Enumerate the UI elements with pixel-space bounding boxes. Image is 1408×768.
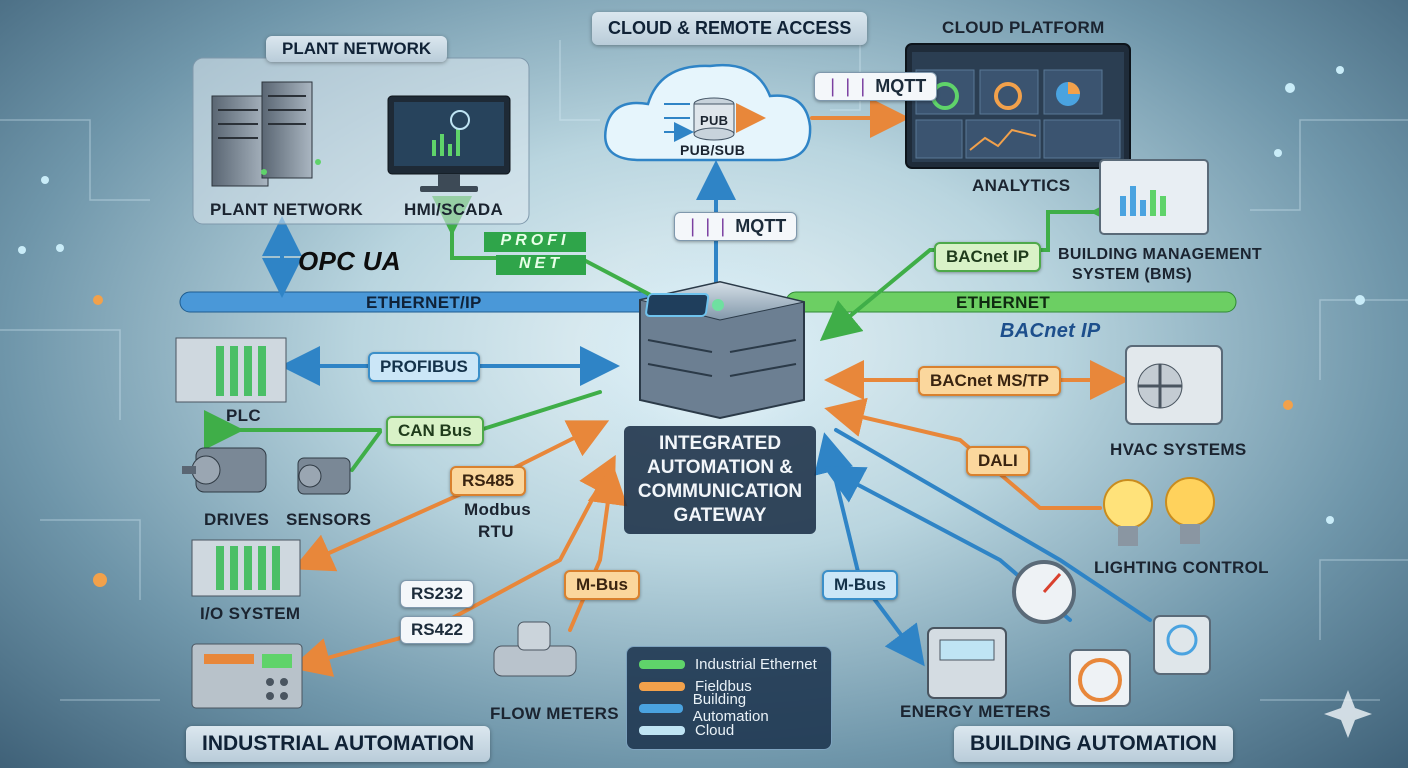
m-bus-left-label: M-Bus: [564, 570, 640, 600]
rs485-label: RS485: [450, 466, 526, 496]
legend-label: Cloud: [695, 721, 735, 739]
can-bus-label: CAN Bus: [386, 416, 484, 446]
building-automation-title: BUILDING AUTOMATION: [954, 726, 1233, 762]
bms-label-line-2: SYSTEM (BMS): [1072, 266, 1193, 283]
rs232-label: RS232: [400, 580, 474, 608]
pubsub-label: PUB/SUB: [680, 142, 746, 158]
profinet-line-2: NET: [496, 255, 586, 275]
legend-swatch: [639, 681, 685, 691]
analytics-label: ANALYTICS: [972, 176, 1071, 195]
plant-network-label: PLANT NETWORK: [210, 200, 364, 219]
cloud-remote-access-title: CLOUD & REMOTE ACCESS: [592, 12, 868, 45]
hvac-label: HVAC SYSTEMS: [1110, 440, 1247, 459]
mqtt-mid-label: ❘❘❘ MQTT: [674, 212, 798, 241]
io-system-label: I/O SYSTEM: [200, 604, 301, 623]
gateway-line-3: COMMUNICATION: [637, 481, 803, 502]
plant-network-title: PLANT NETWORK: [266, 36, 448, 62]
drives-label: DRIVES: [204, 510, 270, 529]
ethernet-ip-label: ETHERNET/IP: [366, 293, 482, 312]
rs422-label: RS422: [400, 616, 474, 644]
m-bus-right-label: M-Bus: [822, 570, 898, 600]
opc-ua-logo: OPC UA: [298, 246, 401, 276]
legend-label: Industrial Ethernet: [695, 655, 817, 673]
plc-label: PLC: [226, 406, 261, 425]
bms-label-line-1: BUILDING MANAGEMENT: [1058, 246, 1262, 263]
mqtt-icon: ❘❘❘: [825, 76, 871, 96]
gateway-line-2: AUTOMATION &: [646, 457, 793, 478]
mqtt-icon: ❘❘❘: [685, 216, 731, 236]
legend-item-cloud: Cloud: [639, 719, 819, 741]
legend-label: Fieldbus: [695, 677, 752, 695]
profinet-line-1: PROFI: [484, 232, 586, 252]
industrial-automation-title: INDUSTRIAL AUTOMATION: [186, 726, 491, 762]
legend-swatch: [639, 659, 685, 669]
bacnet-ip-pill: BACnet IP: [934, 242, 1042, 272]
pub-label: PUB: [700, 113, 729, 128]
flow-meters-label: FLOW METERS: [490, 704, 619, 723]
hmi-scada-label: HMI/SCADA: [404, 200, 504, 219]
ethernet-label: ETHERNET: [956, 293, 1051, 312]
gateway-line-4: GATEWAY: [673, 505, 767, 526]
bacnet-mstp-label: BACnet MS/TP: [918, 366, 1061, 396]
legend: Industrial Ethernet Fieldbus Building Au…: [626, 646, 832, 750]
lighting-control-label: LIGHTING CONTROL: [1094, 558, 1269, 577]
legend-label: Building Automation: [692, 691, 769, 725]
cloud-platform-title: CLOUD PLATFORM: [942, 18, 1105, 37]
legend-item-building-automation: Building Automation: [639, 691, 819, 725]
bacnet-ip-logo: BACnet IP: [1000, 320, 1101, 342]
profibus-label: PROFIBUS: [368, 352, 480, 382]
legend-item-industrial-ethernet: Industrial Ethernet: [639, 653, 819, 675]
gateway-line-1: INTEGRATED: [658, 433, 782, 454]
profinet-logo: PROFI NET: [484, 232, 586, 275]
sensors-label: SENSORS: [286, 510, 372, 529]
mqtt-top-label: ❘❘❘ MQTT: [814, 72, 938, 101]
energy-meters-label: ENERGY METERS: [900, 702, 1051, 721]
modbus-rtu-label-line-2: RTU: [478, 522, 514, 541]
legend-item-fieldbus: Fieldbus: [639, 675, 819, 697]
gateway-title: INTEGRATED AUTOMATION & COMMUNICATION GA…: [624, 426, 816, 534]
dali-label: DALI: [966, 446, 1030, 476]
mqtt-top-text: MQTT: [875, 76, 927, 96]
mqtt-mid-text: MQTT: [735, 216, 787, 236]
legend-swatch: [639, 703, 683, 713]
modbus-rtu-label-line-1: Modbus: [464, 500, 531, 519]
legend-swatch: [639, 725, 685, 735]
